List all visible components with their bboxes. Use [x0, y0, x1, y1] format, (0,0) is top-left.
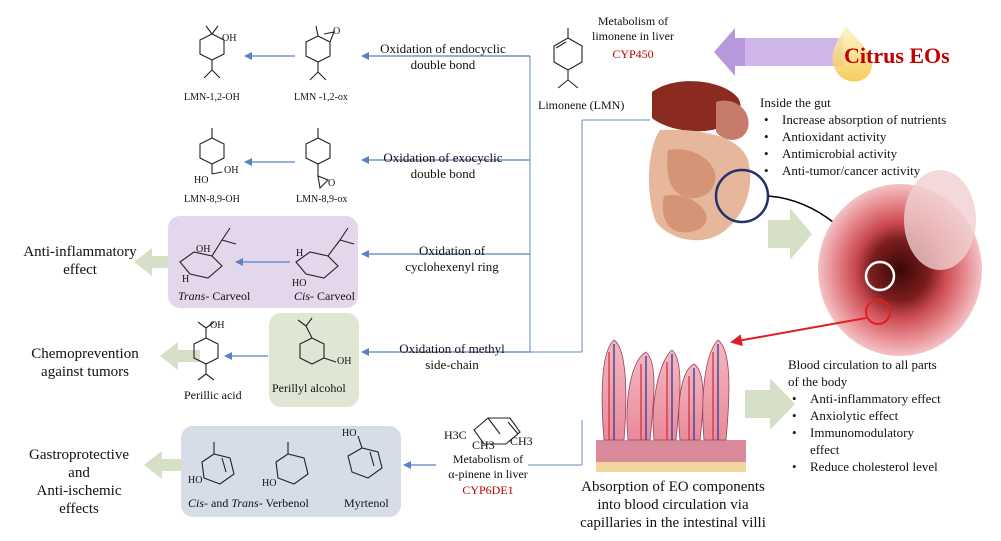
atom-oh-label: OH	[222, 33, 237, 44]
verbenol-box	[181, 426, 401, 517]
gut-item: Anti-tumor/cancer activity	[760, 162, 946, 179]
gut-item: Antimicrobial activity	[760, 145, 946, 162]
gut-effects-panel: Inside the gut Increase absorption of nu…	[760, 94, 946, 179]
pathway-arrows	[224, 52, 530, 469]
limonene-label: Limonene (LMN)	[538, 98, 625, 112]
blood-vessel-illustration	[818, 170, 982, 356]
atom-oh-label: OH	[224, 165, 239, 176]
perillic-acid-label: Perillic acid	[184, 388, 242, 402]
atom-ch3-label: CH3	[510, 434, 533, 448]
gut-item: Antioxidant activity	[760, 128, 946, 145]
gut-title: Inside the gut	[760, 95, 831, 110]
atom-ho-label: HO	[342, 428, 357, 439]
atom-h-label: H	[296, 248, 304, 259]
perillyl-box	[269, 313, 359, 407]
atom-ho-label: HO	[262, 478, 277, 489]
cyp6de1-label: CYP6DE1	[462, 483, 514, 497]
gut-item: Increase absorption of nutrients	[760, 111, 946, 128]
atom-o-label: O	[333, 26, 341, 37]
atom-h-label: H	[182, 274, 190, 285]
atom-oh-label: OH	[337, 356, 352, 367]
lmn12ox-label: LMN -1,2-ox	[294, 92, 348, 103]
digestive-organs-illustration	[648, 81, 770, 241]
atom-o-label: O	[328, 178, 336, 189]
trans-carveol-label: Trans- Carveol	[178, 289, 251, 303]
blood-item: Anxiolytic effect	[788, 407, 941, 424]
perillyl-alcohol-label: Perillyl alcohol	[272, 381, 346, 395]
lmn89oh-label: LMN-8,9-OH	[184, 194, 240, 205]
cyp450-label: CYP450	[612, 47, 654, 61]
liver-metabolism-label: Metabolism of limonene in liver	[592, 14, 674, 43]
atom-ho-label: HO	[194, 175, 209, 186]
blood-item: Anti-inflammatory effect	[788, 390, 941, 407]
intestinal-villi-illustration	[596, 339, 746, 472]
atom-oh-label: OH	[196, 244, 211, 255]
pinene-metabolism-label: Metabolism of α-pinene in liver	[448, 452, 528, 481]
lmn89ox-label: LMN-8,9-ox	[296, 194, 348, 205]
molecule-structures	[179, 25, 583, 485]
blood-item: Reduce cholesterol level	[788, 458, 941, 475]
atom-ho-label: HO	[188, 475, 203, 486]
effect-arrows	[134, 208, 812, 479]
citrus-eos-title: Citrus EOs	[844, 43, 950, 68]
atom-ho-label: HO	[292, 278, 307, 289]
atom-oh-label: OH	[210, 320, 225, 331]
verbenol-label: Cis- and Trans- Verbenol	[188, 496, 309, 510]
cis-carveol-label: Cis- Carveol	[294, 289, 355, 303]
myrtenol-label: Myrtenol	[344, 496, 389, 510]
atom-h3c-label: H3C	[444, 428, 467, 442]
citrus-arrow	[714, 26, 873, 82]
atom-ch3-label: CH3	[472, 438, 495, 452]
lmn12oh-label: LMN-1,2-OH	[184, 92, 240, 103]
